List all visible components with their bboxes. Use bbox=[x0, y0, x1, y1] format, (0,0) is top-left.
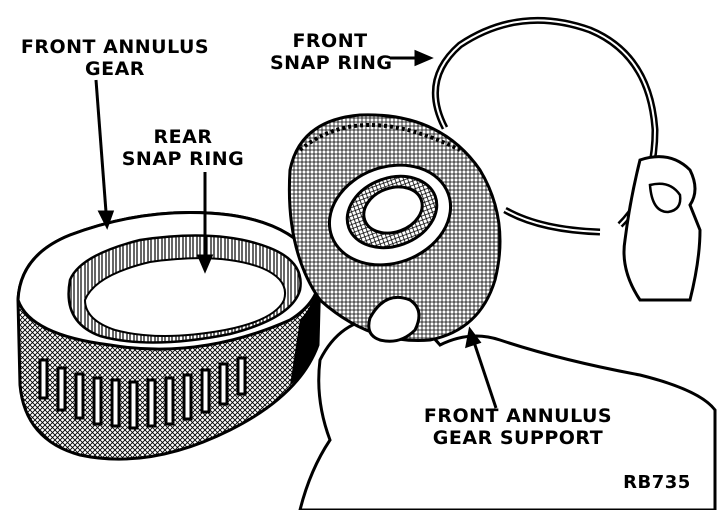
leader-front-annulus-gear-support bbox=[465, 326, 498, 409]
front-annulus-gear-support-illustration bbox=[287, 113, 717, 510]
label-line: FRONT ANNULUS bbox=[20, 36, 210, 58]
label-line: REAR bbox=[153, 126, 213, 148]
leader-rear-snap-ring bbox=[196, 172, 214, 274]
label-front-snap-ring: FRONT SNAP RING bbox=[270, 30, 393, 74]
label-line: SNAP RING bbox=[121, 148, 245, 170]
front-snap-ring-illustration bbox=[431, 16, 702, 302]
front-annulus-gear-illustration bbox=[16, 211, 322, 461]
leader-front-annulus-gear bbox=[94, 79, 115, 230]
label-front-annulus-gear: FRONT ANNULUS GEAR bbox=[0, 36, 230, 80]
label-line: SNAP RING bbox=[270, 52, 393, 74]
label-line: GEAR bbox=[85, 58, 145, 80]
label-front-annulus-gear-support: FRONT ANNULUS GEAR SUPPORT bbox=[410, 405, 626, 449]
label-line: FRONT ANNULUS bbox=[423, 405, 613, 427]
leader-front-snap-ring bbox=[390, 49, 434, 67]
label-rear-snap-ring: REAR SNAP RING bbox=[118, 126, 248, 170]
figure-code: RB735 bbox=[623, 472, 691, 493]
label-line: FRONT bbox=[292, 30, 368, 52]
label-line: GEAR SUPPORT bbox=[432, 427, 604, 449]
